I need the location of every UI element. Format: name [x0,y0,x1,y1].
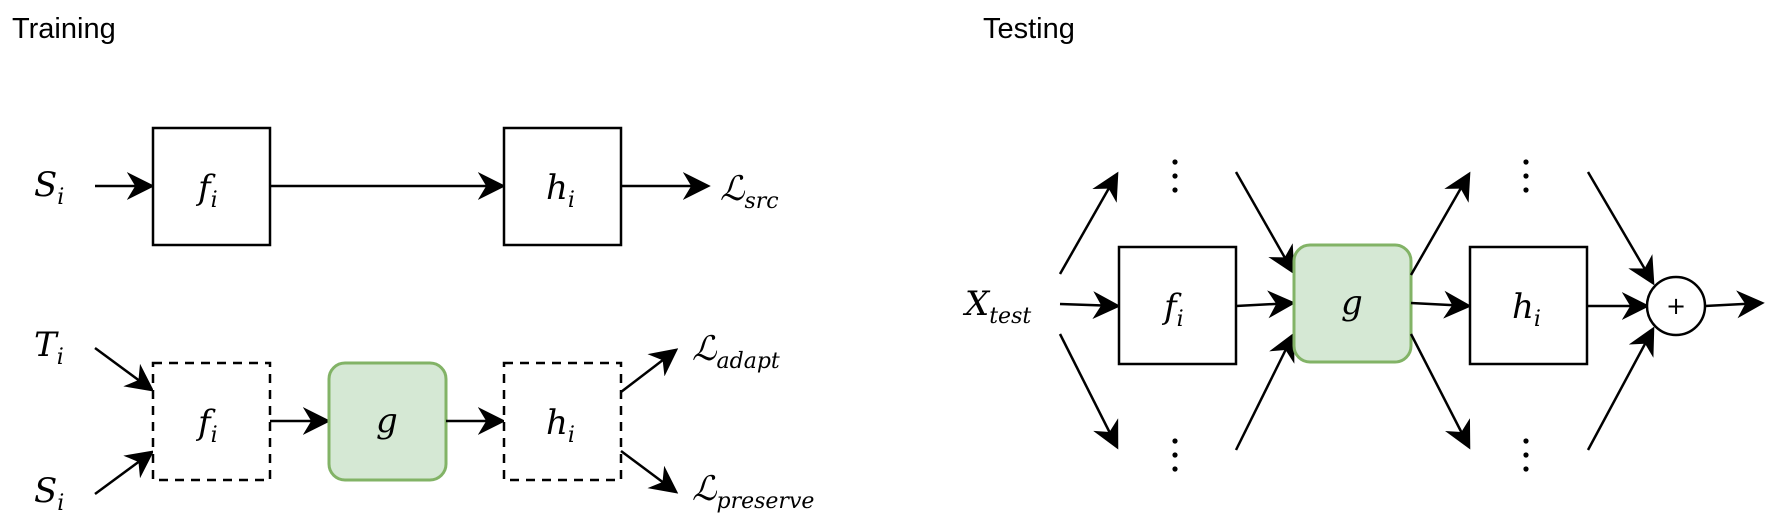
training-title: Training [12,13,116,45]
loss-adapt-label: ℒadapt [692,329,780,374]
bottom-head-box-frozen [502,361,623,482]
bottom-adapter-label: g [376,401,398,441]
ellipsis-bottom-head [1523,438,1529,472]
test-top-to-adapter-arrow [1234,171,1295,275]
top-input-label: Si [34,165,64,210]
training-top-row: Si fi hi ℒsrc [34,126,779,247]
bottom-loss-adapt-arrow [620,348,679,393]
test-output-arrow [1704,290,1765,319]
test-head-box [1468,245,1589,366]
test-input-up-arrow [1058,171,1119,275]
testing-title: Testing [983,13,1075,45]
test-input-center-arrow [1059,291,1121,320]
test-bottom-to-sum-arrow [1586,326,1655,451]
loss-preserve-label: ℒpreserve [692,469,814,514]
testing-pipeline: Xtest fi g [962,159,1765,472]
bottom-s-arrow [94,450,155,496]
top-encoder-box [151,126,272,247]
test-encoder-box [1117,245,1238,366]
test-adapter-up-arrow [1409,171,1471,276]
test-encoder-to-adapter-arrow [1235,290,1296,319]
bottom-encoder-box-frozen [151,361,272,482]
ellipsis-top-head [1523,159,1529,193]
test-top-to-sum-arrow [1586,171,1655,286]
test-head-label: hi [1512,287,1541,332]
test-adapter-down-arrow [1409,333,1471,450]
test-adapter-label: g [1341,283,1363,323]
top-head-box [502,126,623,247]
loss-src-label: ℒsrc [720,169,779,214]
bottom-t-arrow [94,346,155,392]
test-input-down-arrow [1058,333,1119,450]
top-head-label: hi [546,168,575,213]
bottom-loss-preserve-arrow [620,449,679,494]
test-bottom-to-adapter-arrow [1234,332,1295,451]
test-adapter-center-arrow [1410,290,1472,319]
ellipsis-top-encoder [1172,159,1178,193]
bottom-input-t-label: Ti [34,325,64,370]
bottom-head-label: hi [546,403,575,448]
ellipsis-bottom-encoder [1172,438,1178,472]
training-bottom-row: Ti Si fi g hi ℒadapt ℒpreserve [34,325,814,516]
test-input-label: Xtest [962,284,1031,329]
sum-symbol: + [1666,292,1686,320]
bottom-input-s-label: Si [34,471,64,516]
